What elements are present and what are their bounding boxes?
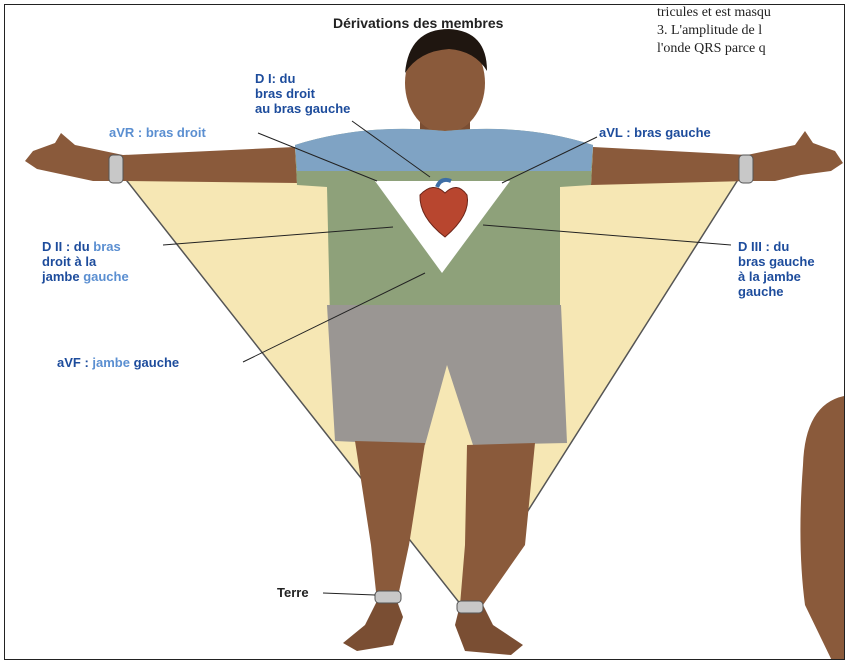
limb-leads-illustration — [5, 5, 845, 660]
lead-diii-line-1: D III : du — [738, 239, 815, 254]
diagram-title: Dérivations des membres — [333, 15, 503, 31]
lead-dii-label: D II : du bras droit à la jambe gauche — [42, 239, 129, 284]
second-figure-shoulder — [800, 395, 845, 660]
lead-avf-c: gauche — [130, 355, 179, 370]
left-hand — [747, 131, 843, 181]
left-ankle-electrode — [457, 601, 483, 613]
book-text-line-2: 3. L'amplitude de l — [657, 23, 762, 39]
lead-dii-line-1a: D II : du — [42, 239, 93, 254]
lead-diii-line-2: bras gauche — [738, 254, 815, 269]
left-leg — [460, 443, 535, 605]
lead-diii-line-4: gauche — [738, 284, 815, 299]
lead-di-line-1: D I: du — [255, 71, 350, 86]
diagram-frame: Dérivations des membres tricules et est … — [4, 4, 845, 660]
lead-avf-a: aVF : — [57, 355, 92, 370]
right-wrist-electrode — [109, 155, 123, 183]
lead-avr-text: aVR : bras droit — [109, 125, 206, 140]
lead-di-line-3: au bras gauche — [255, 101, 350, 116]
lead-di-line-2: bras droit — [255, 86, 350, 101]
lead-avf-label: aVF : jambe gauche — [57, 355, 179, 370]
lead-avl-label: aVL : bras gauche — [599, 125, 711, 140]
lead-dii-line-3a: jambe — [42, 269, 83, 284]
right-foot — [343, 601, 403, 651]
lead-dii-line-2: droit à la — [42, 254, 129, 269]
left-arm — [591, 147, 747, 185]
book-text-line-3: l'onde QRS parce q — [657, 41, 766, 57]
book-text-line-1: tricules et est masqu — [657, 5, 771, 21]
shirt-shoulders — [295, 129, 593, 171]
lead-avr-label: aVR : bras droit — [109, 125, 206, 140]
lead-di-label: D I: du bras droit au bras gauche — [255, 71, 350, 116]
lead-avf-b: jambe — [92, 355, 130, 370]
left-wrist-electrode — [739, 155, 753, 183]
ground-label: Terre — [277, 585, 309, 600]
lead-dii-line-1b: bras — [93, 239, 120, 254]
right-ankle-electrode — [375, 591, 401, 603]
lead-diii-line-3: à la jambe — [738, 269, 815, 284]
right-arm — [123, 147, 297, 183]
lead-diii-label: D III : du bras gauche à la jambe gauche — [738, 239, 815, 299]
lead-dii-line-3b: gauche — [83, 269, 129, 284]
right-hand — [25, 133, 123, 181]
